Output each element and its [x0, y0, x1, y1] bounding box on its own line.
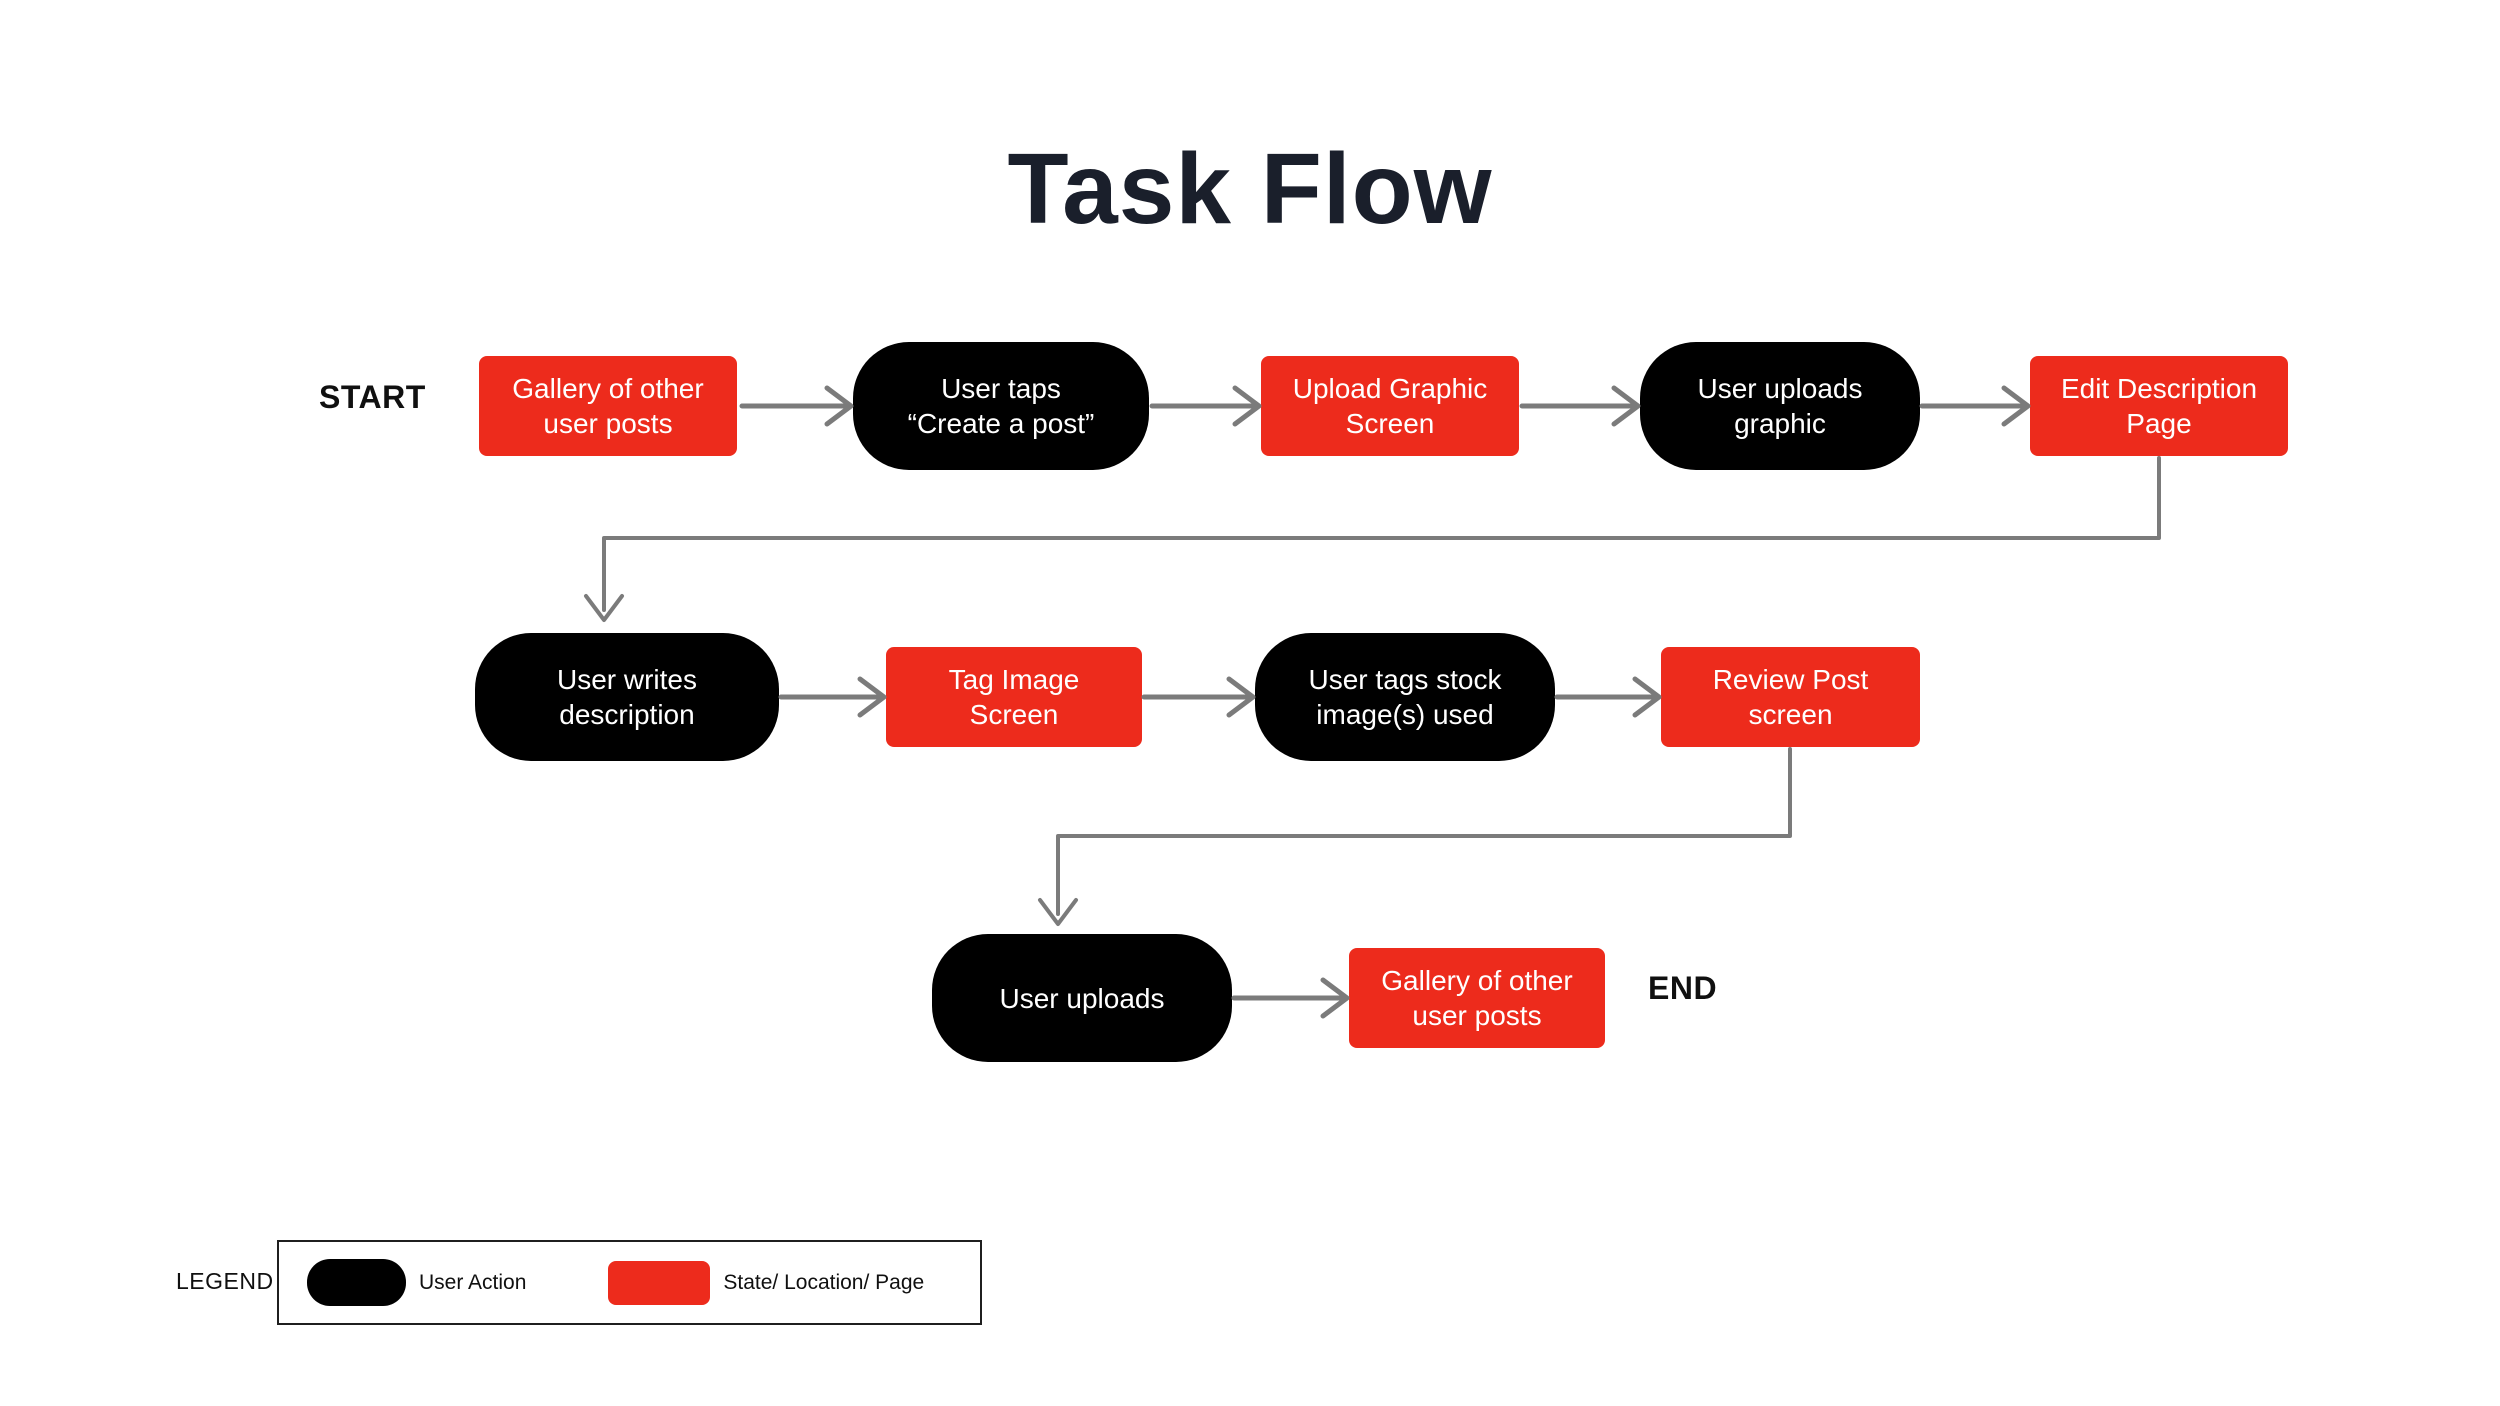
legend-item-label: User Action: [419, 1270, 527, 1294]
connector-edit-description-to-writes-description: [584, 456, 2161, 622]
node-user-tags-stock-images: User tags stock image(s) used: [1255, 633, 1555, 761]
arrow-taps-to-upload-screen: [1149, 385, 1262, 427]
arrow-upload-screen-to-uploads-graphic: [1519, 385, 1641, 427]
user-action-swatch: [307, 1259, 406, 1306]
legend-item-user-action: User Action: [279, 1259, 526, 1306]
node-user-uploads-graphic: User uploads graphic: [1640, 342, 1920, 470]
arrow-uploads-graphic-to-edit-description: [1919, 385, 2031, 427]
arrow-user-uploads-to-gallery-end: [1231, 977, 1350, 1019]
start-label: START: [319, 379, 426, 415]
arrow-tag-screen-to-tags-stock: [1141, 676, 1256, 718]
node-edit-description-page: Edit Description Page: [2030, 356, 2288, 456]
node-user-taps-create-a-post: User taps “Create a post”: [853, 342, 1149, 470]
node-upload-graphic-screen: Upload Graphic Screen: [1261, 356, 1519, 456]
legend-item-state-location-page: State/ Location/ Page: [526, 1260, 925, 1305]
node-user-uploads: User uploads: [932, 934, 1232, 1062]
state-location-page-swatch: [608, 1260, 711, 1305]
node-gallery-of-user-posts-start: Gallery of other user posts: [479, 356, 737, 456]
connector-review-post-to-user-uploads: [1038, 747, 1792, 926]
legend-title: LEGEND: [176, 1268, 274, 1294]
arrow-tags-stock-to-review-post: [1554, 676, 1662, 718]
node-review-post-screen: Review Post screen: [1661, 647, 1920, 747]
page-title: Task Flow: [1007, 133, 1493, 245]
end-label: END: [1648, 970, 1718, 1006]
arrow-gallery-to-taps: [739, 385, 854, 427]
node-gallery-of-user-posts-end: Gallery of other user posts: [1349, 948, 1605, 1048]
arrow-writes-description-to-tag-screen: [778, 676, 887, 718]
node-tag-image-screen: Tag Image Screen: [886, 647, 1142, 747]
legend-box: User Action State/ Location/ Page: [277, 1240, 982, 1325]
node-user-writes-description: User writes description: [475, 633, 779, 761]
legend-item-label: State/ Location/ Page: [723, 1270, 925, 1294]
